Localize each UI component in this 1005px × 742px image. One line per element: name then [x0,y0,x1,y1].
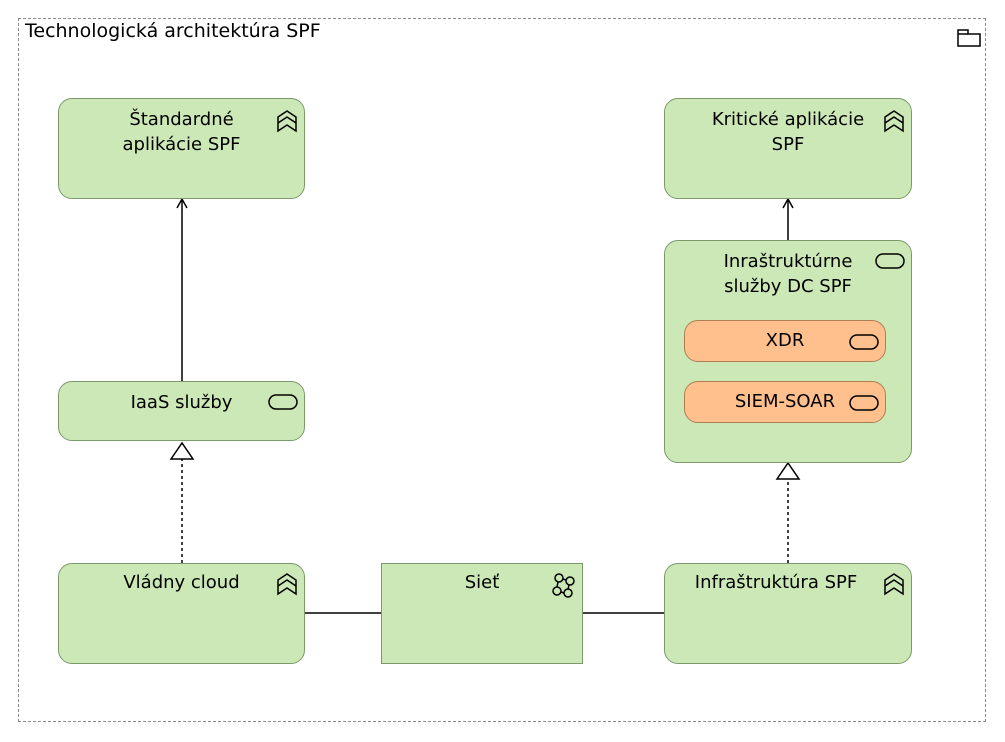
node-standard-apps-label: Štandardné aplikácie SPF [122,109,241,155]
group-title: Technologická architektúra SPF [25,20,321,42]
node-standard-apps[interactable]: Štandardné aplikácie SPF [58,98,305,199]
node-dc-services[interactable]: Inraštruktúrne služby DC SPF XDR SIEM-SO… [664,240,912,463]
node-xdr-label: XDR [765,330,805,351]
system-software-chevron-icon [277,573,297,596]
node-siem-soar-label: SIEM-SOAR [734,391,836,412]
node-network[interactable]: Sieť [381,563,583,664]
system-software-chevron-icon [277,110,297,133]
node-gov-cloud[interactable]: Vládny cloud [58,563,305,664]
node-critical-apps-label: Kritické aplikácie SPF [711,109,865,155]
folder-icon [957,29,981,47]
arrowhead-standard-apps [176,197,188,209]
technology-service-icon [875,253,905,269]
node-infra-label: Infraštruktúra SPF [694,572,858,593]
technology-service-icon [849,334,879,350]
technology-service-icon [268,394,298,410]
node-siem-soar[interactable]: SIEM-SOAR [684,381,886,423]
node-iaas-services[interactable]: IaaS služby [58,381,305,441]
node-infra[interactable]: Infraštruktúra SPF [664,563,912,664]
network-icon [552,573,575,598]
realization-triangle-dc [775,461,801,480]
node-network-label: Sieť [464,572,500,593]
technology-service-icon [849,395,879,411]
system-software-chevron-icon [884,573,904,596]
node-critical-apps[interactable]: Kritické aplikácie SPF [664,98,912,199]
group-frame [18,18,986,722]
arrowhead-critical-apps [782,197,794,209]
system-software-chevron-icon [884,110,904,133]
node-dc-services-label: Inraštruktúrne služby DC SPF [723,251,853,297]
node-xdr[interactable]: XDR [684,320,886,362]
node-gov-cloud-label: Vládny cloud [123,572,240,593]
node-iaas-services-label: IaaS služby [130,392,233,413]
realization-triangle-iaas [169,441,195,460]
